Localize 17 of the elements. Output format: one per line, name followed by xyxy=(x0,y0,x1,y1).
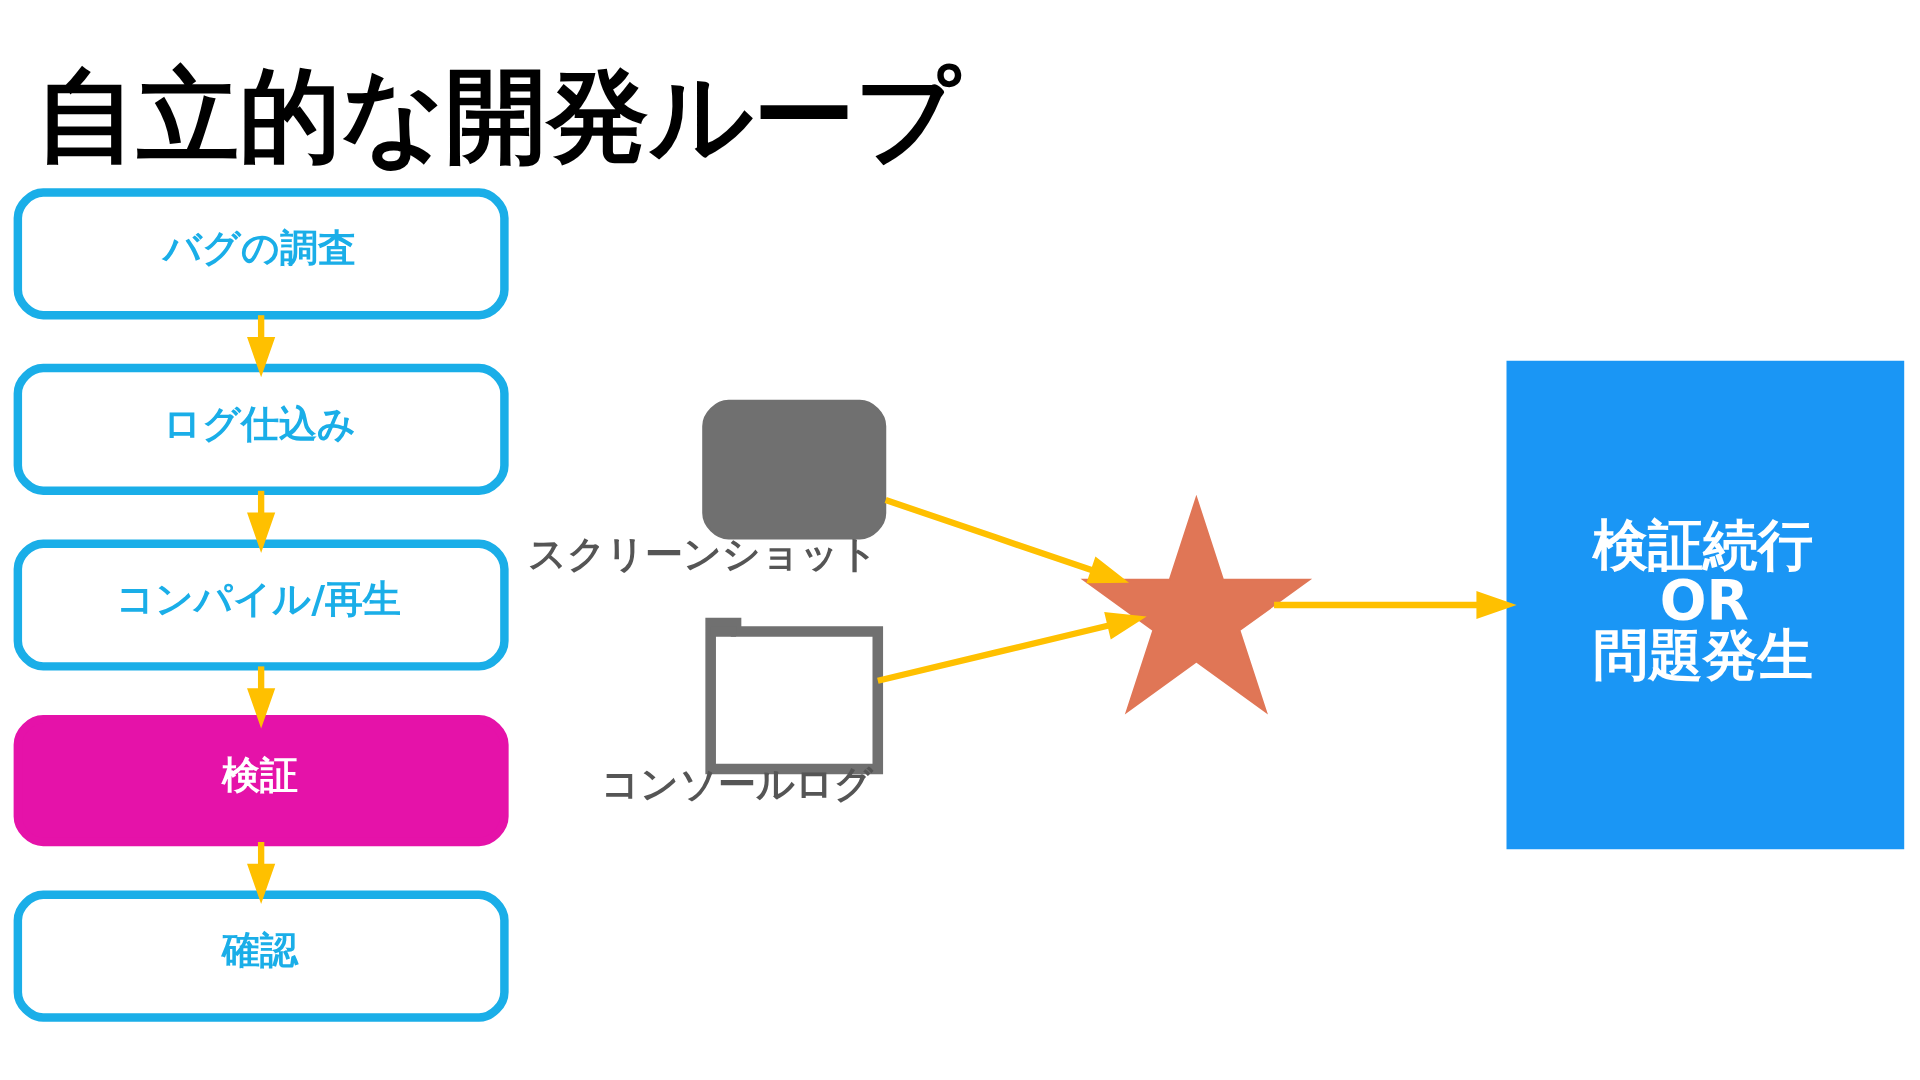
node-box: 確認 xyxy=(13,890,509,1022)
arrow xyxy=(876,611,1147,684)
arrow xyxy=(246,490,275,553)
arrow xyxy=(246,314,275,377)
node-camera xyxy=(701,399,886,539)
node-label: コンソールログ xyxy=(600,761,873,806)
node-box: コンパイル/再生 xyxy=(13,538,509,671)
arrow xyxy=(246,665,275,728)
arrow xyxy=(1273,590,1517,619)
arrow xyxy=(246,841,275,904)
arrow xyxy=(884,496,1129,583)
node-label: スクリーンショット xyxy=(527,531,878,576)
node-box: ログ仕込み xyxy=(13,363,509,495)
node-star xyxy=(1080,494,1312,715)
node-box: 検証続行 OR 問題発生 xyxy=(1506,360,1904,849)
node-box: バグの調査 xyxy=(13,187,509,319)
node-box: 検証 xyxy=(13,714,509,846)
